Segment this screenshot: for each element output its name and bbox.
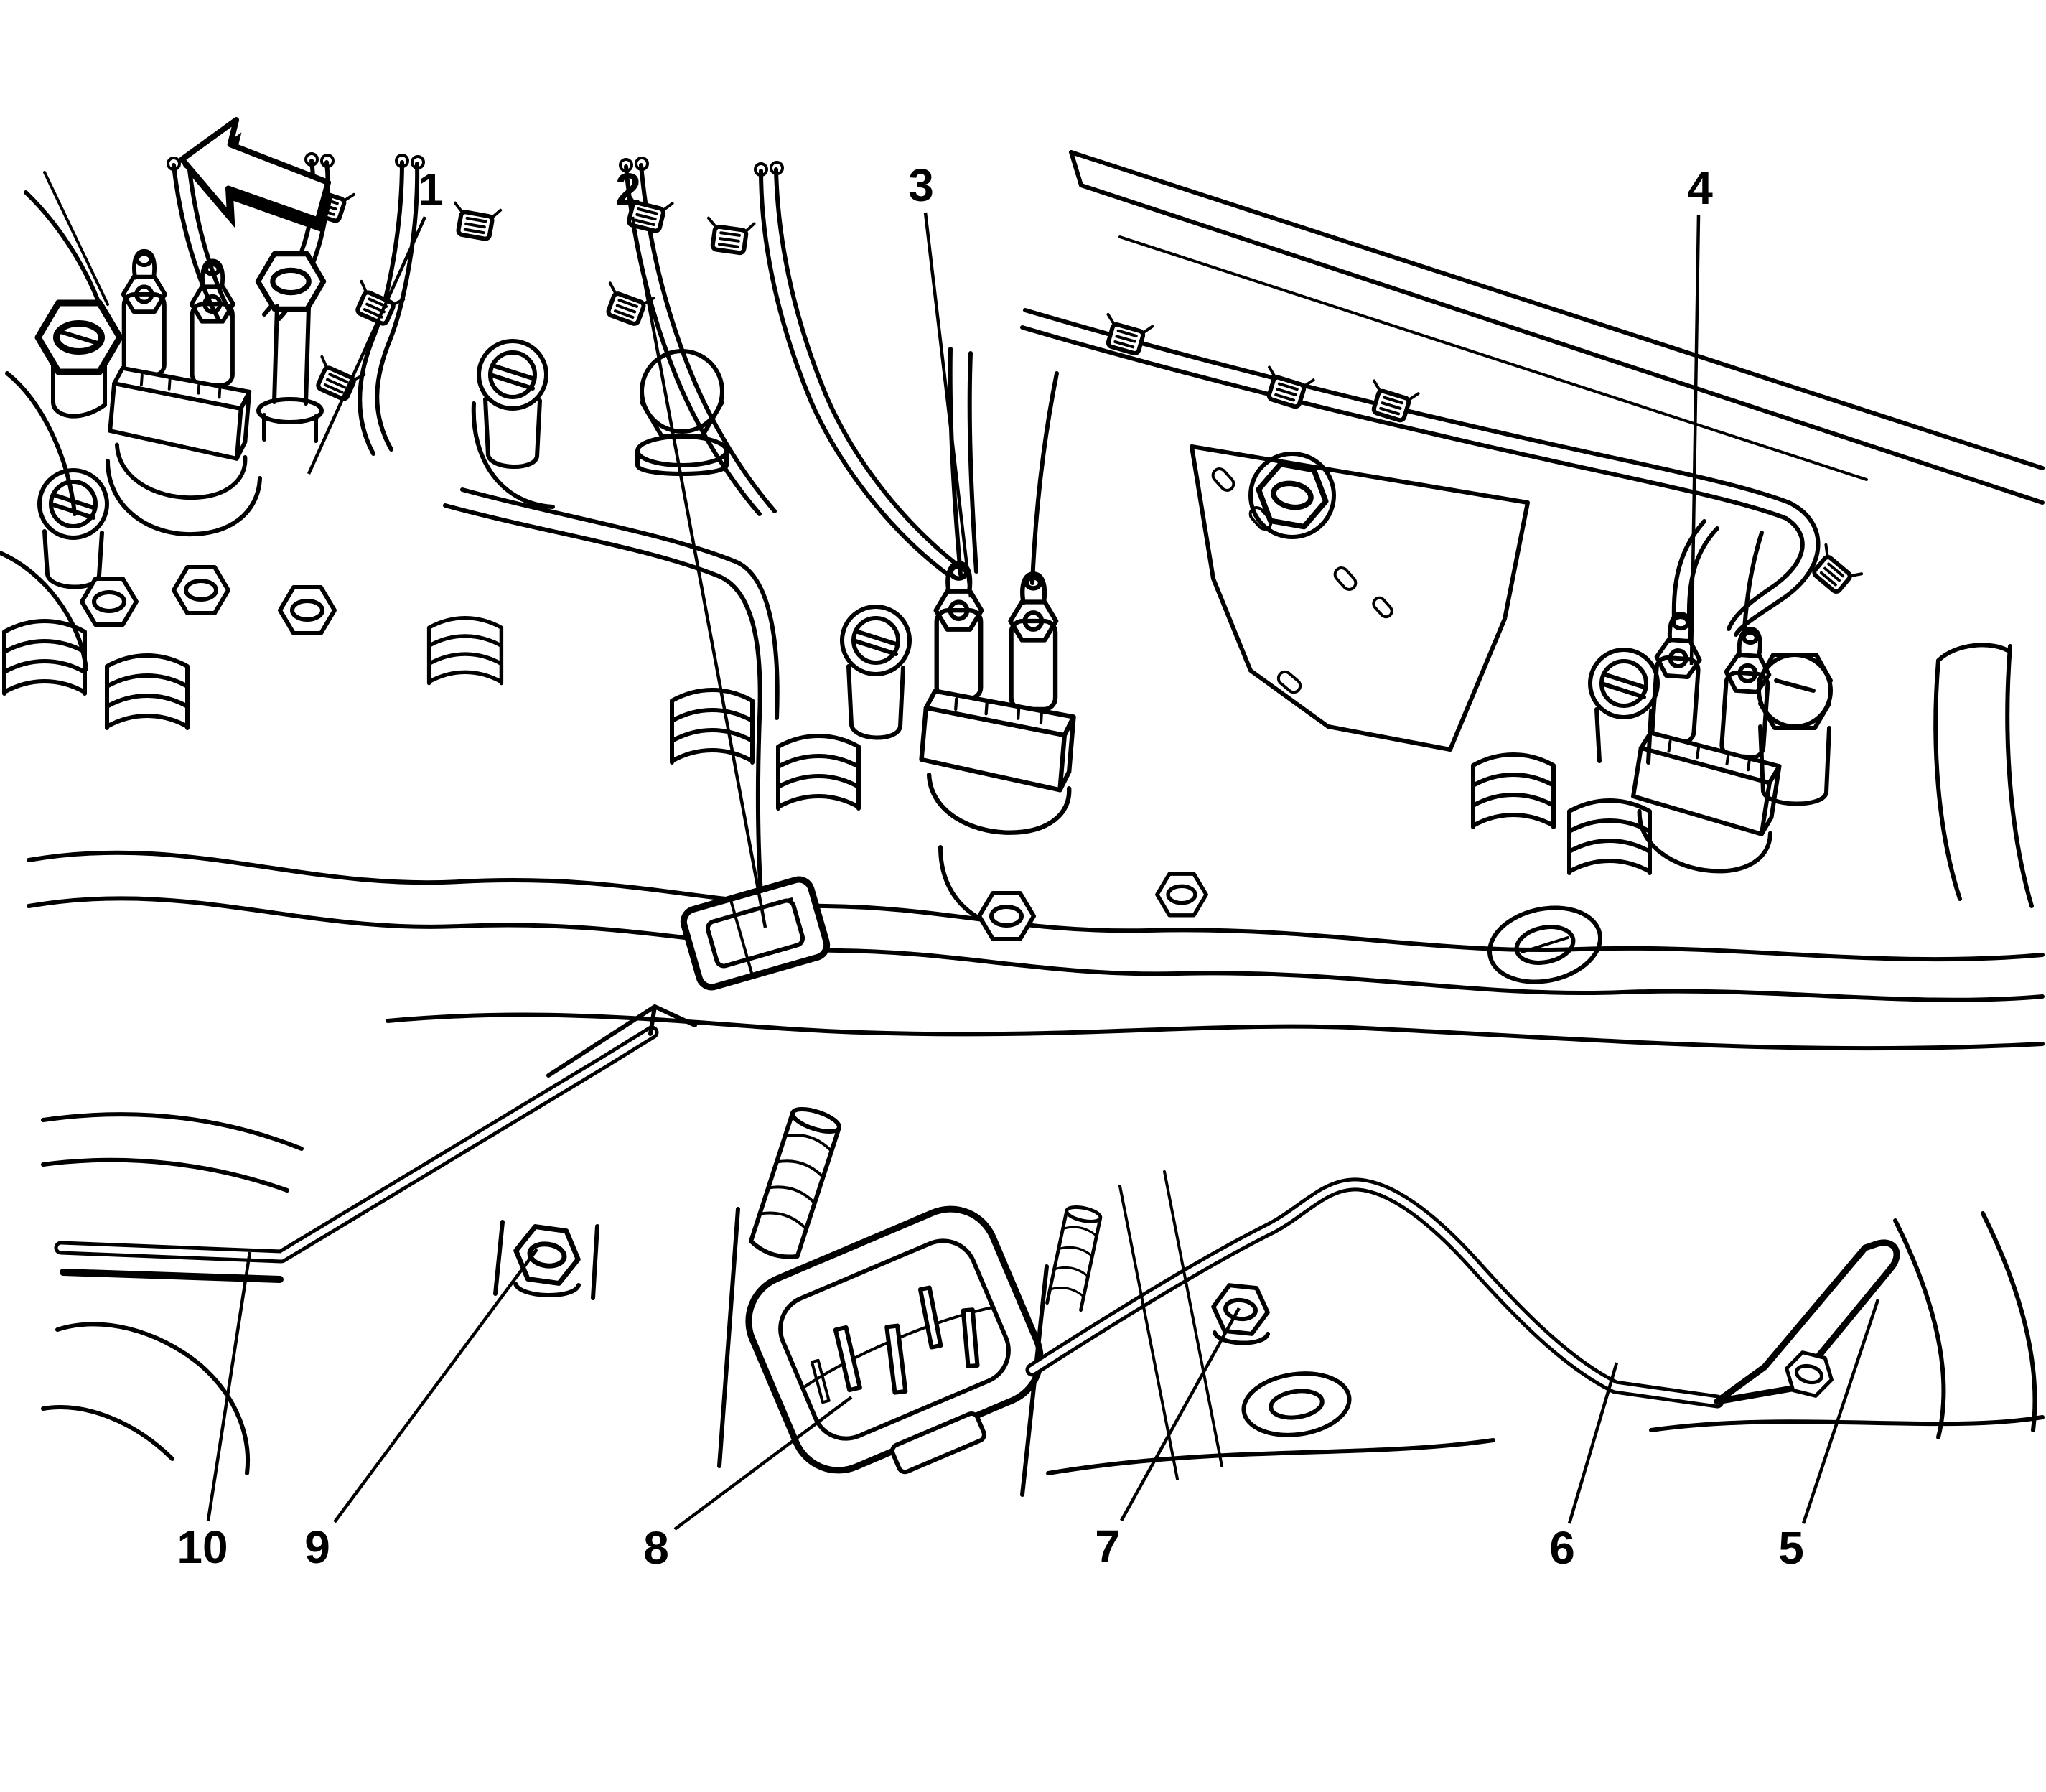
- inline-harness-connector: [680, 876, 831, 991]
- direction-arrow: [179, 117, 334, 233]
- callout-leader-2: [630, 216, 767, 928]
- callout-leader-1: [307, 216, 427, 475]
- callout-label-6: 6: [1549, 1522, 1575, 1574]
- callout-label-8: 8: [643, 1522, 669, 1574]
- callout-label-2: 2: [615, 164, 641, 215]
- callout-leader-10: [206, 1251, 252, 1521]
- callout-leader-4: [1689, 215, 1701, 666]
- cylinder-head-casting-band: [27, 850, 2045, 1051]
- valve-cover-rail-and-bracket: [1020, 150, 2045, 752]
- glow-plug-harness-connector: [717, 1106, 1103, 1497]
- fuel-feed-pipe-right: [1025, 1170, 2045, 1480]
- harness-wires-center: [443, 157, 966, 915]
- callout-leader-3: [923, 212, 973, 598]
- engine-line-art: [0, 150, 2045, 1497]
- callout-leader-7: [1120, 1307, 1241, 1522]
- callout-label-5: 5: [1778, 1522, 1804, 1574]
- callout-label-9: 9: [304, 1521, 330, 1573]
- callout-leader-5: [1801, 1299, 1880, 1524]
- fuel-return-pipe-left: [41, 1004, 697, 1475]
- fuel-injector-4: [1473, 519, 2034, 908]
- callout-label-7: 7: [1095, 1521, 1121, 1572]
- direction-arrow-shape: [179, 117, 332, 223]
- callout-leader-8: [673, 1396, 853, 1531]
- callout-leader-6: [1567, 1362, 1619, 1524]
- callout-label-10: 10: [177, 1521, 228, 1573]
- callout-label-1: 1: [418, 164, 444, 215]
- callout-label-4: 4: [1687, 162, 1713, 214]
- callout-leader-9: [333, 1248, 538, 1523]
- callout-label-3: 3: [908, 159, 934, 211]
- callout-layer: 1 2 3 4 5 6 7 8 9 10: [177, 159, 1880, 1574]
